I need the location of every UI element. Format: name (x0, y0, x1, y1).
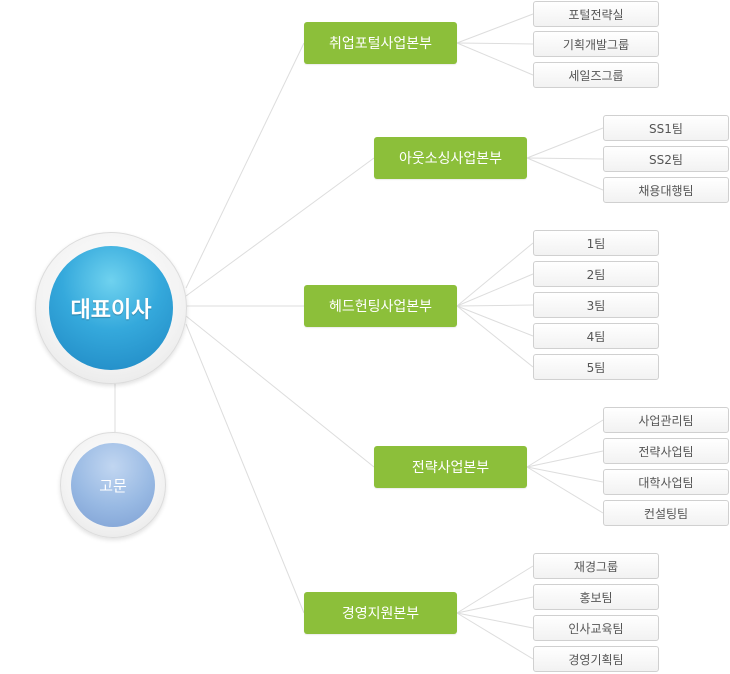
division-headhunting: 헤드헌팅사업본부 (304, 285, 457, 327)
team-box: SS2팀 (603, 146, 729, 172)
advisor-label: 고문 (71, 443, 155, 527)
team-box: SS1팀 (603, 115, 729, 141)
connector-line (456, 42, 534, 45)
connector-line (526, 466, 604, 514)
connector-line (456, 596, 534, 614)
connector-line (456, 565, 534, 614)
connector-line (456, 242, 534, 307)
ceo-label: 대표이사 (49, 246, 173, 370)
team-box: 포털전략실 (533, 1, 659, 27)
team-box: 인사교육팀 (533, 615, 659, 641)
team-box: 2팀 (533, 261, 659, 287)
connector-line (526, 466, 604, 483)
advisor-node: 고문 (60, 432, 166, 538)
team-box: 홍보팀 (533, 584, 659, 610)
team-box: 전략사업팀 (603, 438, 729, 464)
division-management-support: 경영지원본부 (304, 592, 457, 634)
team-box: 대학사업팀 (603, 469, 729, 495)
team-box: 기획개발그룹 (533, 31, 659, 57)
connector-line (526, 157, 604, 191)
ceo-node: 대표이사 (35, 232, 187, 384)
team-box: 세일즈그룹 (533, 62, 659, 88)
connector-line (185, 315, 375, 468)
team-box: 3팀 (533, 292, 659, 318)
connector-line (456, 305, 534, 337)
connector-line (456, 305, 534, 368)
team-box: 5팀 (533, 354, 659, 380)
connector-line (456, 13, 534, 44)
connector-line (185, 157, 375, 297)
connector-line (456, 273, 534, 307)
division-outsourcing: 아웃소싱사업본부 (374, 137, 527, 179)
connector-line (185, 42, 305, 289)
connector-line (456, 42, 534, 76)
team-box: 재경그룹 (533, 553, 659, 579)
team-box: 컨설팅팀 (603, 500, 729, 526)
connector-line (526, 419, 604, 468)
connector-line (456, 612, 534, 660)
connector-line (456, 612, 534, 629)
connector-line (526, 127, 604, 159)
team-box: 경영기획팀 (533, 646, 659, 672)
division-strategy: 전략사업본부 (374, 446, 527, 488)
team-box: 4팀 (533, 323, 659, 349)
connector-line (185, 323, 305, 614)
connector-line (526, 450, 604, 468)
team-box: 1팀 (533, 230, 659, 256)
connector-line (456, 304, 534, 307)
team-box: 사업관리팀 (603, 407, 729, 433)
team-box: 채용대행팀 (603, 177, 729, 203)
connector-line (526, 157, 604, 160)
division-job-portal: 취업포털사업본부 (304, 22, 457, 64)
